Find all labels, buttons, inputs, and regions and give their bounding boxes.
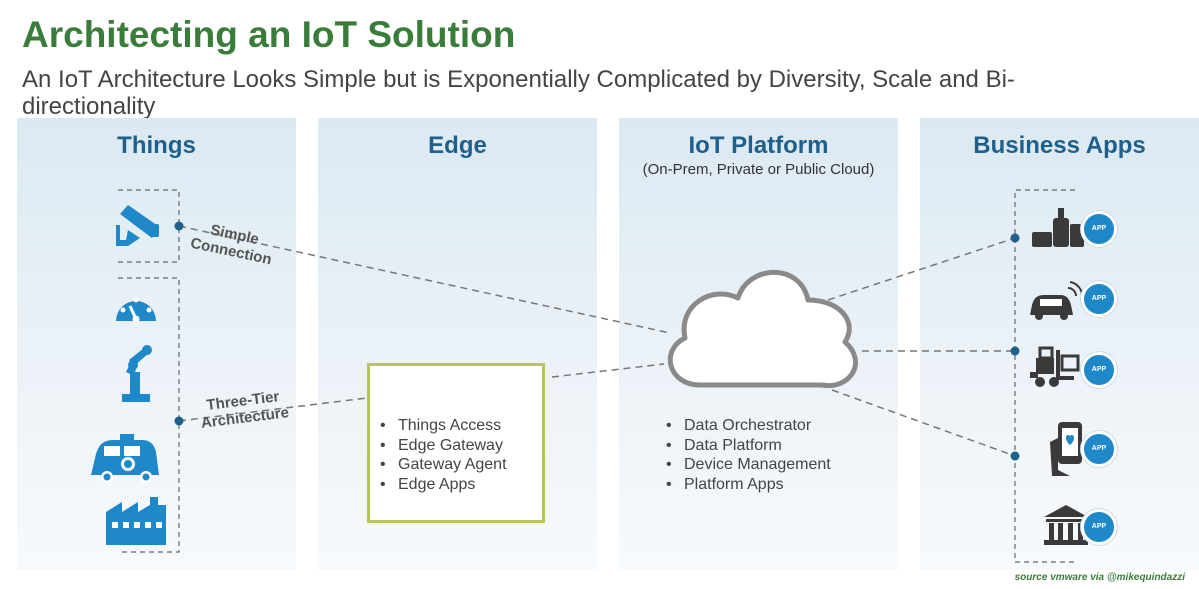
three-tier-line (178, 397, 368, 422)
app-badge: APP (1081, 431, 1117, 467)
endpoint-dot (1010, 451, 1020, 461)
cloud-to-app-line-3 (831, 389, 1016, 457)
app-badge: APP (1081, 281, 1117, 317)
endpoint-dot (174, 416, 184, 426)
edge-item: Edge Apps (380, 475, 507, 495)
iot-platform-subheading: (On-Prem, Private or Public Cloud) (642, 161, 875, 178)
platform-item: Data Platform (666, 436, 831, 456)
source-credit: source vmware via @mikequindazzi (1014, 572, 1185, 583)
cloud-to-app-line-1 (827, 237, 1016, 301)
app-badge: APP (1081, 211, 1117, 247)
endpoint-dot (174, 221, 184, 231)
business-apps-heading: Business Apps (973, 132, 1146, 159)
page-title: Architecting an IoT Solution (22, 14, 516, 55)
edge-to-cloud-line (551, 363, 665, 378)
things-heading: Things (117, 132, 196, 159)
app-badge: APP (1081, 352, 1117, 388)
platform-item: Data Orchestrator (666, 416, 831, 436)
edge-heading: Edge (428, 132, 487, 159)
iot-platform-heading: IoT Platform (688, 132, 829, 159)
robot-arm-icon (122, 345, 152, 402)
platform-item: Platform Apps (666, 475, 831, 495)
platform-items-list: Data Orchestrator Data Platform Device M… (666, 416, 831, 495)
security-camera-icon (116, 205, 159, 246)
page-subtitle: An IoT Architecture Looks Simple but is … (22, 66, 1015, 120)
platform-item: Device Management (666, 455, 831, 475)
cloud-icon (667, 269, 858, 389)
business-apps-column: Business Apps (920, 118, 1199, 570)
app-badge: APP (1081, 509, 1117, 545)
vehicle-icon (91, 434, 159, 483)
edge-item: Things Access (380, 416, 507, 436)
edge-item: Gateway Agent (380, 455, 507, 475)
things-column: Things (17, 118, 296, 570)
edge-items-list: Things Access Edge Gateway Gateway Agent… (380, 416, 507, 495)
bank-icon (1044, 505, 1088, 545)
endpoint-dot (1010, 233, 1020, 243)
business-bracket (1014, 189, 1075, 563)
factory-icon (106, 497, 166, 545)
endpoint-dot (1010, 346, 1020, 356)
forklift-icon (1030, 346, 1080, 387)
things-bracket-bottom (118, 277, 180, 553)
things-bracket-top (118, 189, 180, 263)
connected-car-icon (1030, 281, 1084, 320)
healthcare-phone-icon (1050, 422, 1082, 476)
edge-item: Edge Gateway (380, 436, 507, 456)
retail-products-icon (1032, 208, 1084, 247)
gauge-icon (116, 297, 156, 323)
